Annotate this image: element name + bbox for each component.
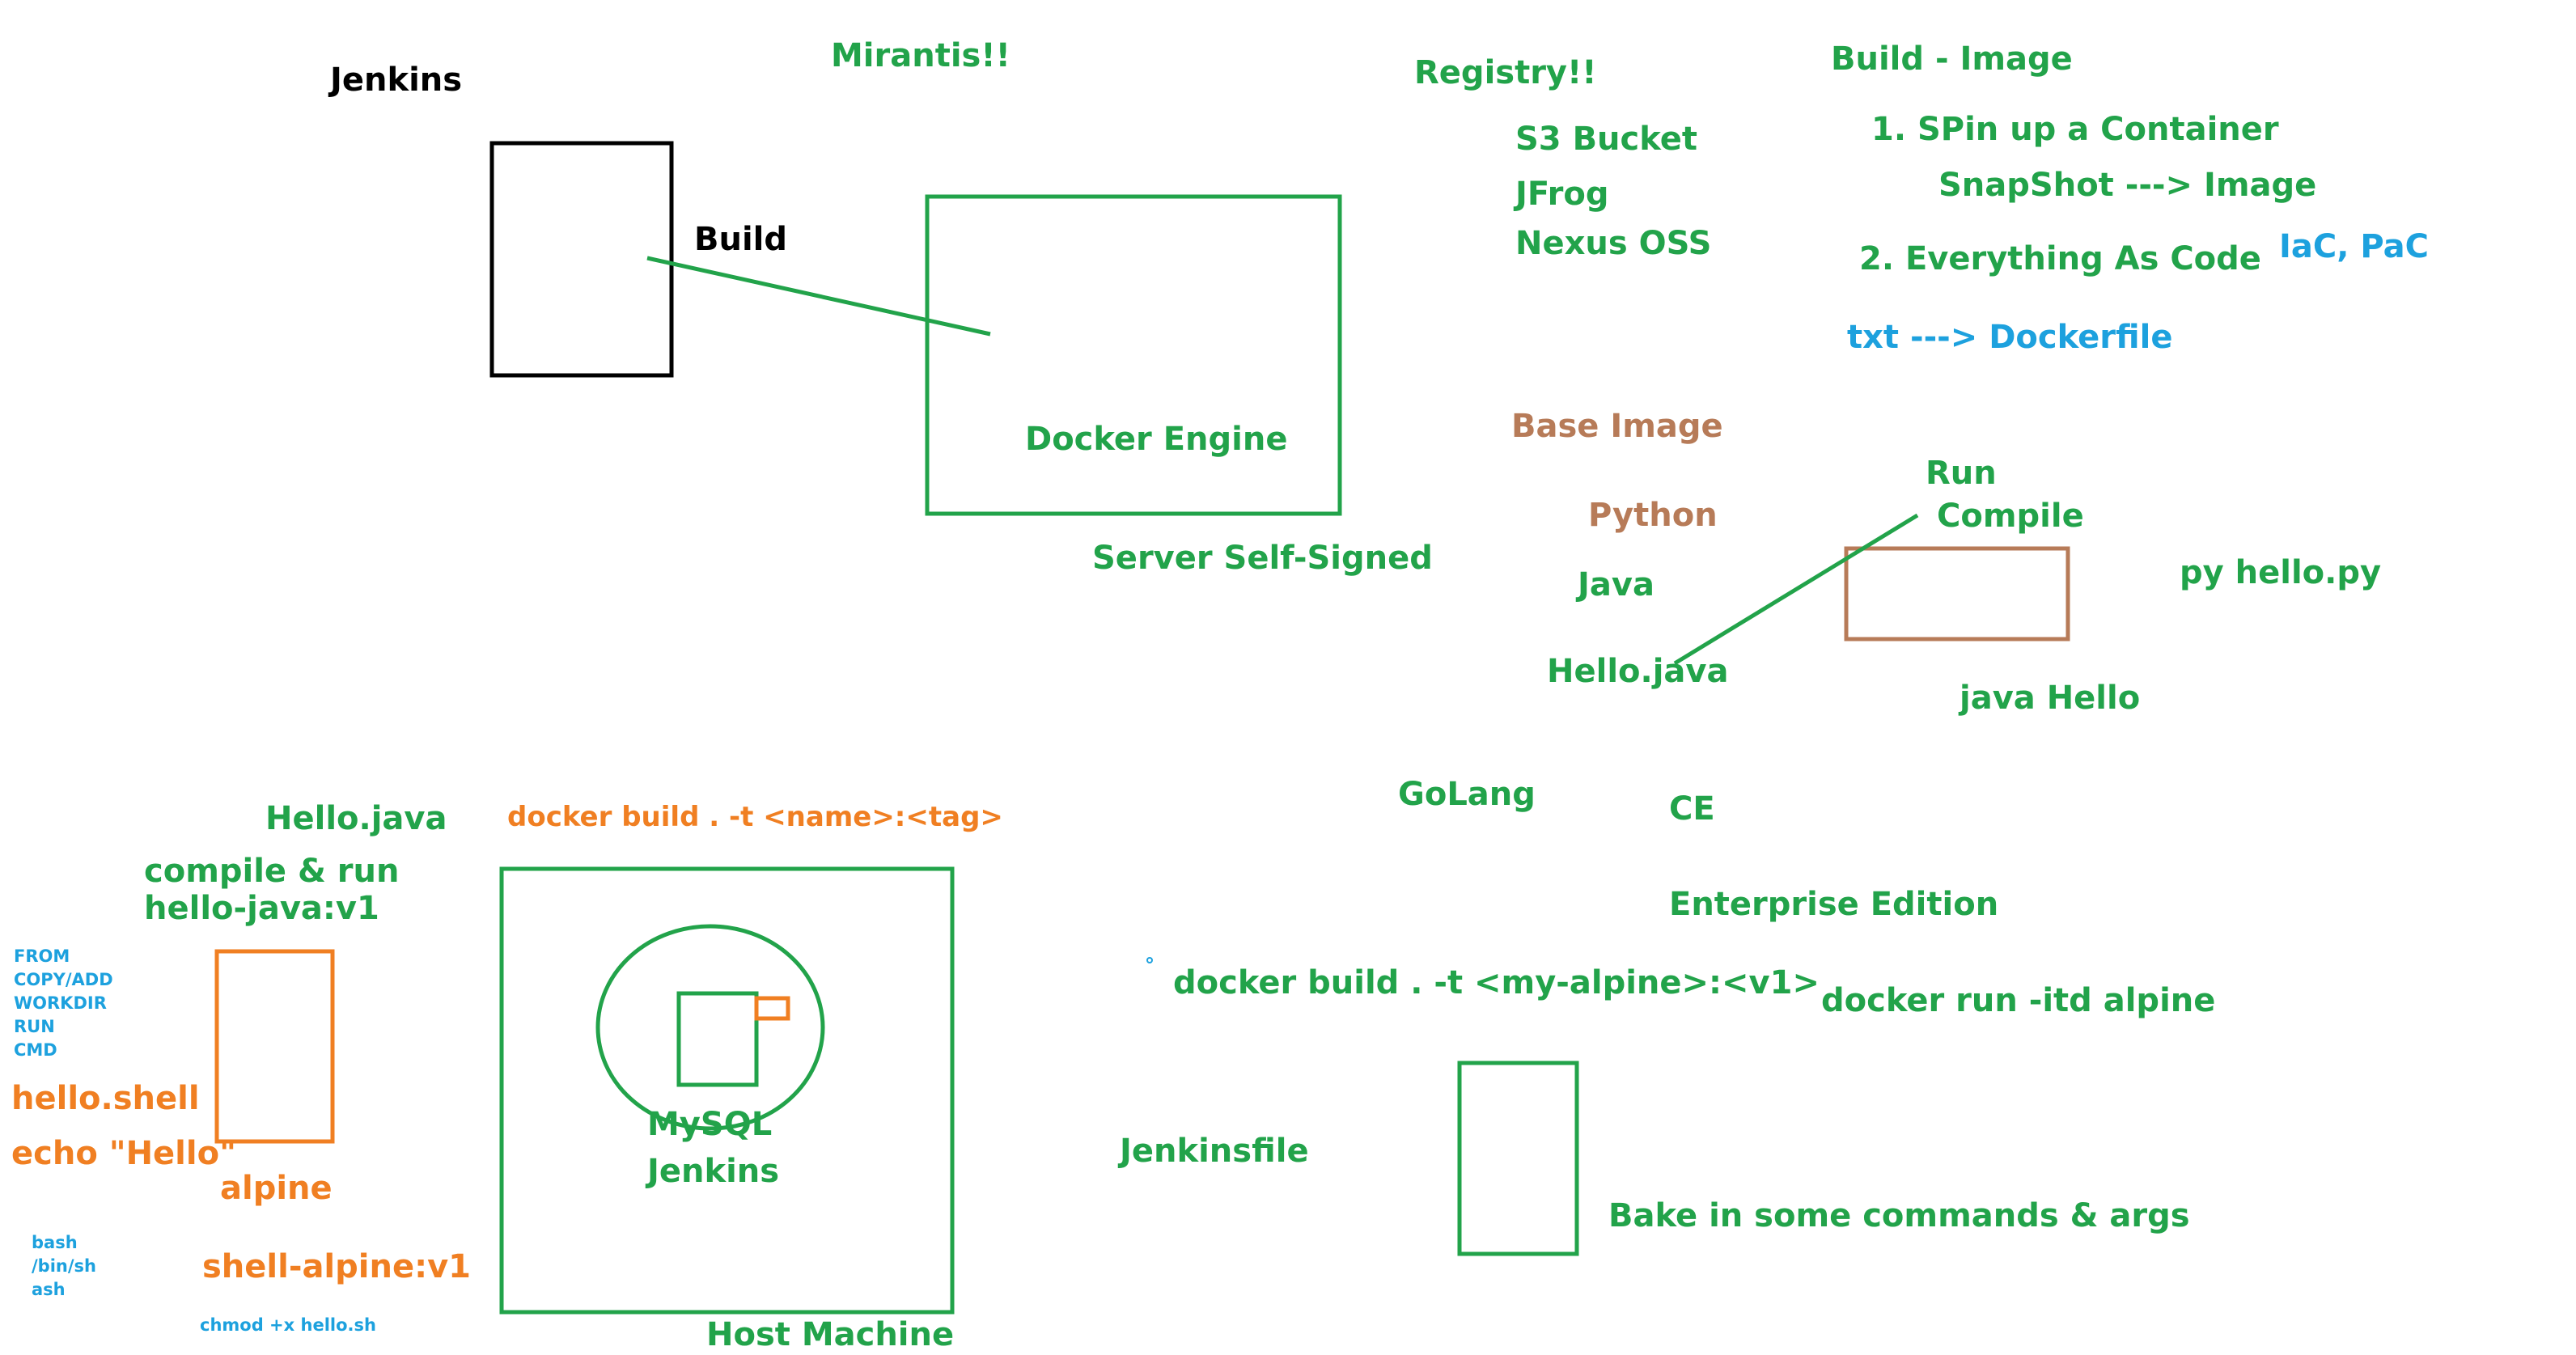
jenkins-box — [489, 141, 674, 378]
dockerfile-instructions-list: FROM COPY/ADD WORKDIR RUN CMD — [14, 945, 113, 1062]
everything-as-code-label: 2. Everything As Code — [1859, 240, 2261, 277]
shells-list: bash /bin/sh ash — [32, 1231, 96, 1302]
hello-java-v1-label: hello-java:v1 — [144, 890, 379, 927]
shell-alpine-label: shell-alpine:v1 — [202, 1248, 471, 1285]
jenkinsfile-label: Jenkinsfile — [1120, 1133, 1309, 1170]
shell-bash: bash — [32, 1233, 78, 1252]
mirantis-label: Mirantis!! — [831, 37, 1010, 74]
compile-label: Compile — [1937, 498, 2084, 535]
hello-java-right-label: Hello.java — [1547, 653, 1729, 690]
bake-box — [1457, 1061, 1579, 1256]
mysql-label: MySQL — [647, 1106, 773, 1143]
docker-build-alpine-label: docker build . -t <my-alpine>:<v1> — [1173, 964, 1820, 1001]
nexus-oss-label: Nexus OSS — [1515, 225, 1712, 262]
run-label: Run — [1926, 455, 1997, 492]
base-image-label: Base Image — [1511, 408, 1723, 445]
shell-ash: ash — [32, 1280, 66, 1299]
java-label: Java — [1578, 566, 1654, 603]
java-hello-label: java Hello — [1960, 680, 2141, 717]
hello-java-left-label: Hello.java — [265, 800, 447, 837]
instruction-from: FROM — [14, 946, 70, 966]
instruction-cmd: CMD — [14, 1040, 57, 1060]
chmod-label: chmod +x hello.sh — [200, 1315, 376, 1335]
snapshot-image-label: SnapShot ---> Image — [1938, 167, 2317, 204]
server-self-signed-label: Server Self-Signed — [1092, 540, 1433, 577]
hello-shell-label: hello.shell — [11, 1080, 200, 1117]
build-connector-line — [646, 256, 991, 337]
ce-label: CE — [1669, 790, 1715, 828]
instruction-workdir: WORKDIR — [14, 993, 107, 1013]
iac-pac-label: IaC, PaC — [2279, 228, 2429, 265]
jfrog-label: JFrog — [1515, 176, 1609, 213]
compile-box — [1844, 546, 2070, 642]
shell-bin-sh: /bin/sh — [32, 1256, 96, 1276]
enterprise-edition-label: Enterprise Edition — [1669, 886, 1999, 923]
compile-run-label: compile & run — [144, 853, 400, 890]
build-image-label: Build - Image — [1831, 40, 2073, 78]
jenkins-container-label: Jenkins — [647, 1153, 780, 1190]
instruction-copy-add: COPY/ADD — [14, 970, 113, 989]
bake-commands-label: Bake in some commands & args — [1608, 1197, 2190, 1234]
docker-engine-label: Docker Engine — [1025, 421, 1288, 458]
golang-label: GoLang — [1398, 776, 1536, 813]
s3-bucket-label: S3 Bucket — [1515, 121, 1698, 158]
container-ellipse — [595, 924, 825, 1131]
jenkins-label: Jenkins — [330, 61, 463, 99]
stray-dot — [1146, 957, 1153, 963]
docker-run-label: docker run -itd alpine — [1821, 982, 2216, 1019]
instruction-run: RUN — [14, 1017, 55, 1036]
txt-dockerfile-label: txt ---> Dockerfile — [1847, 319, 2173, 356]
echo-hello-label: echo "Hello" — [11, 1135, 236, 1172]
py-hello-label: py hello.py — [2180, 554, 2382, 591]
host-machine-label: Host Machine — [706, 1316, 955, 1353]
spin-up-container-label: 1. SPin up a Container — [1871, 111, 2279, 148]
hello-java-image-box — [214, 949, 335, 1144]
python-label: Python — [1588, 497, 1718, 534]
compile-connector-line — [1673, 513, 1919, 666]
build-label: Build — [694, 221, 788, 258]
docker-engine-box — [925, 194, 1342, 516]
port-small-box — [754, 996, 790, 1021]
container-inner-box — [676, 991, 759, 1087]
docker-build-generic-label: docker build . -t <name>:<tag> — [507, 801, 1003, 833]
host-machine-box — [499, 866, 955, 1315]
registry-label: Registry!! — [1414, 54, 1597, 91]
alpine-label: alpine — [220, 1170, 333, 1207]
